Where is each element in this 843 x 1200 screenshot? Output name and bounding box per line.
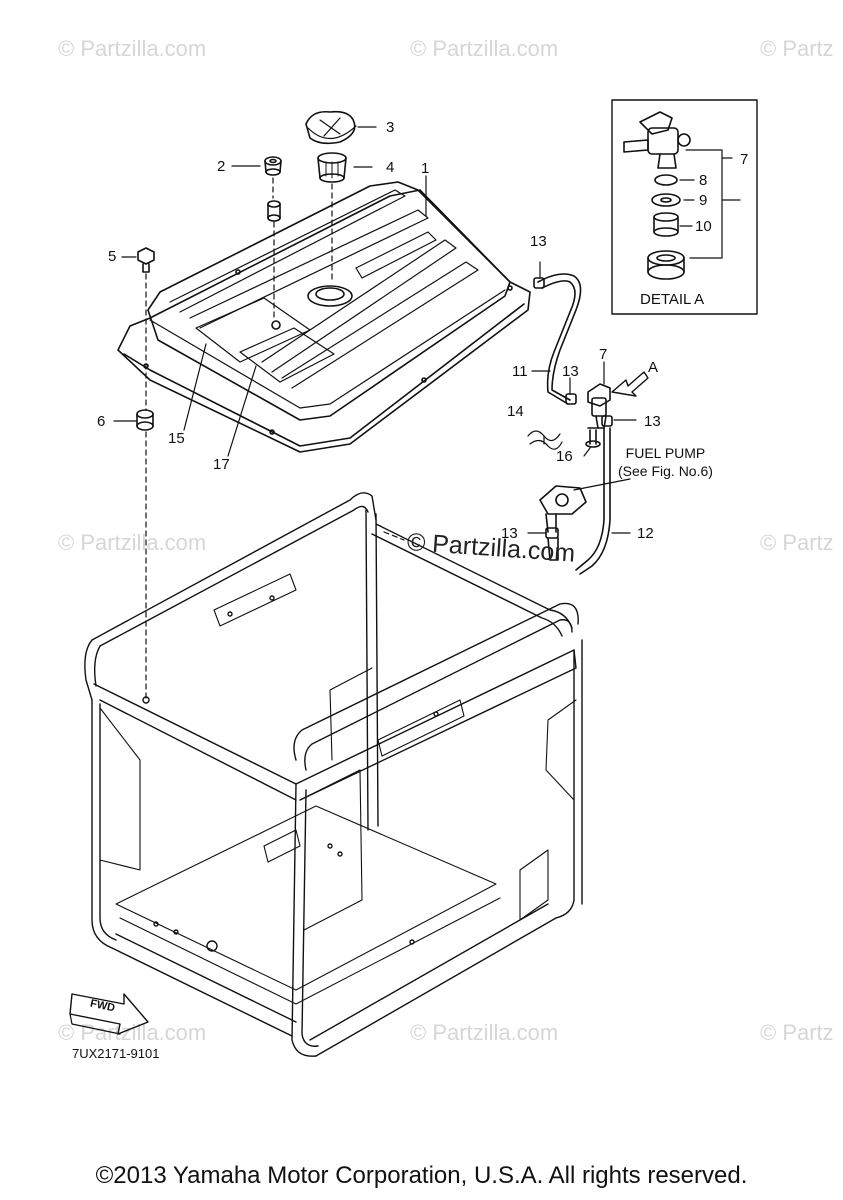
fuel-hose-11 bbox=[533, 273, 582, 405]
callout-13: 13 bbox=[530, 233, 547, 250]
tank-cap bbox=[305, 110, 357, 145]
grommet bbox=[264, 156, 282, 176]
callout-15: 15 bbox=[168, 430, 185, 447]
callout-2: 2 bbox=[217, 158, 226, 175]
generator-frame bbox=[84, 492, 583, 1057]
fuel-hose-12 bbox=[575, 415, 613, 575]
gasket-9 bbox=[651, 193, 681, 207]
clip bbox=[527, 430, 563, 450]
callout-13: 13 bbox=[644, 413, 661, 430]
callout-5: 5 bbox=[108, 248, 117, 265]
detail-a-label: DETAIL A bbox=[640, 291, 705, 308]
fuel-cock-detail bbox=[623, 111, 691, 169]
fuel-pump-reference: (See Fig. No.6) bbox=[618, 463, 713, 479]
callout-a: A bbox=[648, 359, 659, 376]
damper bbox=[136, 409, 154, 431]
fuel-cock bbox=[587, 383, 611, 429]
fuel-pump-title: FUEL PUMP bbox=[625, 445, 706, 461]
callout-7-detail: 7 bbox=[740, 151, 749, 168]
callout-13: 13 bbox=[501, 525, 518, 542]
screw bbox=[585, 427, 601, 448]
fwd-arrow-icon bbox=[69, 993, 149, 1035]
callout-10: 10 bbox=[695, 218, 712, 235]
callout-7: 7 bbox=[599, 346, 608, 363]
callout-8: 8 bbox=[699, 172, 708, 189]
document-code: 7UX2171-9101 bbox=[72, 1046, 160, 1061]
fuel-pump-note: FUEL PUMP (See Fig. No.6) bbox=[618, 444, 713, 480]
callout-4: 4 bbox=[386, 159, 395, 176]
filter-10 bbox=[653, 212, 679, 237]
callout-12: 12 bbox=[637, 525, 654, 542]
collar bbox=[267, 200, 281, 222]
fuel-tank bbox=[117, 181, 531, 453]
bolt bbox=[137, 247, 155, 273]
callout-11: 11 bbox=[512, 363, 528, 380]
callout-9: 9 bbox=[699, 192, 708, 209]
cup-nut bbox=[647, 250, 685, 280]
callout-1: 1 bbox=[421, 160, 430, 177]
detail-a-box bbox=[611, 99, 758, 315]
washer-8 bbox=[654, 174, 678, 186]
callout-16: 16 bbox=[556, 448, 573, 465]
callout-13: 13 bbox=[562, 363, 579, 380]
arrow-a bbox=[611, 371, 649, 397]
callout-17: 17 bbox=[213, 456, 230, 473]
callout-3: 3 bbox=[386, 119, 395, 136]
callout-14: 14 bbox=[507, 403, 524, 420]
callout-6: 6 bbox=[97, 413, 106, 430]
copyright-notice: ©2013 Yamaha Motor Corporation, U.S.A. A… bbox=[95, 1162, 748, 1189]
strainer bbox=[317, 152, 347, 183]
